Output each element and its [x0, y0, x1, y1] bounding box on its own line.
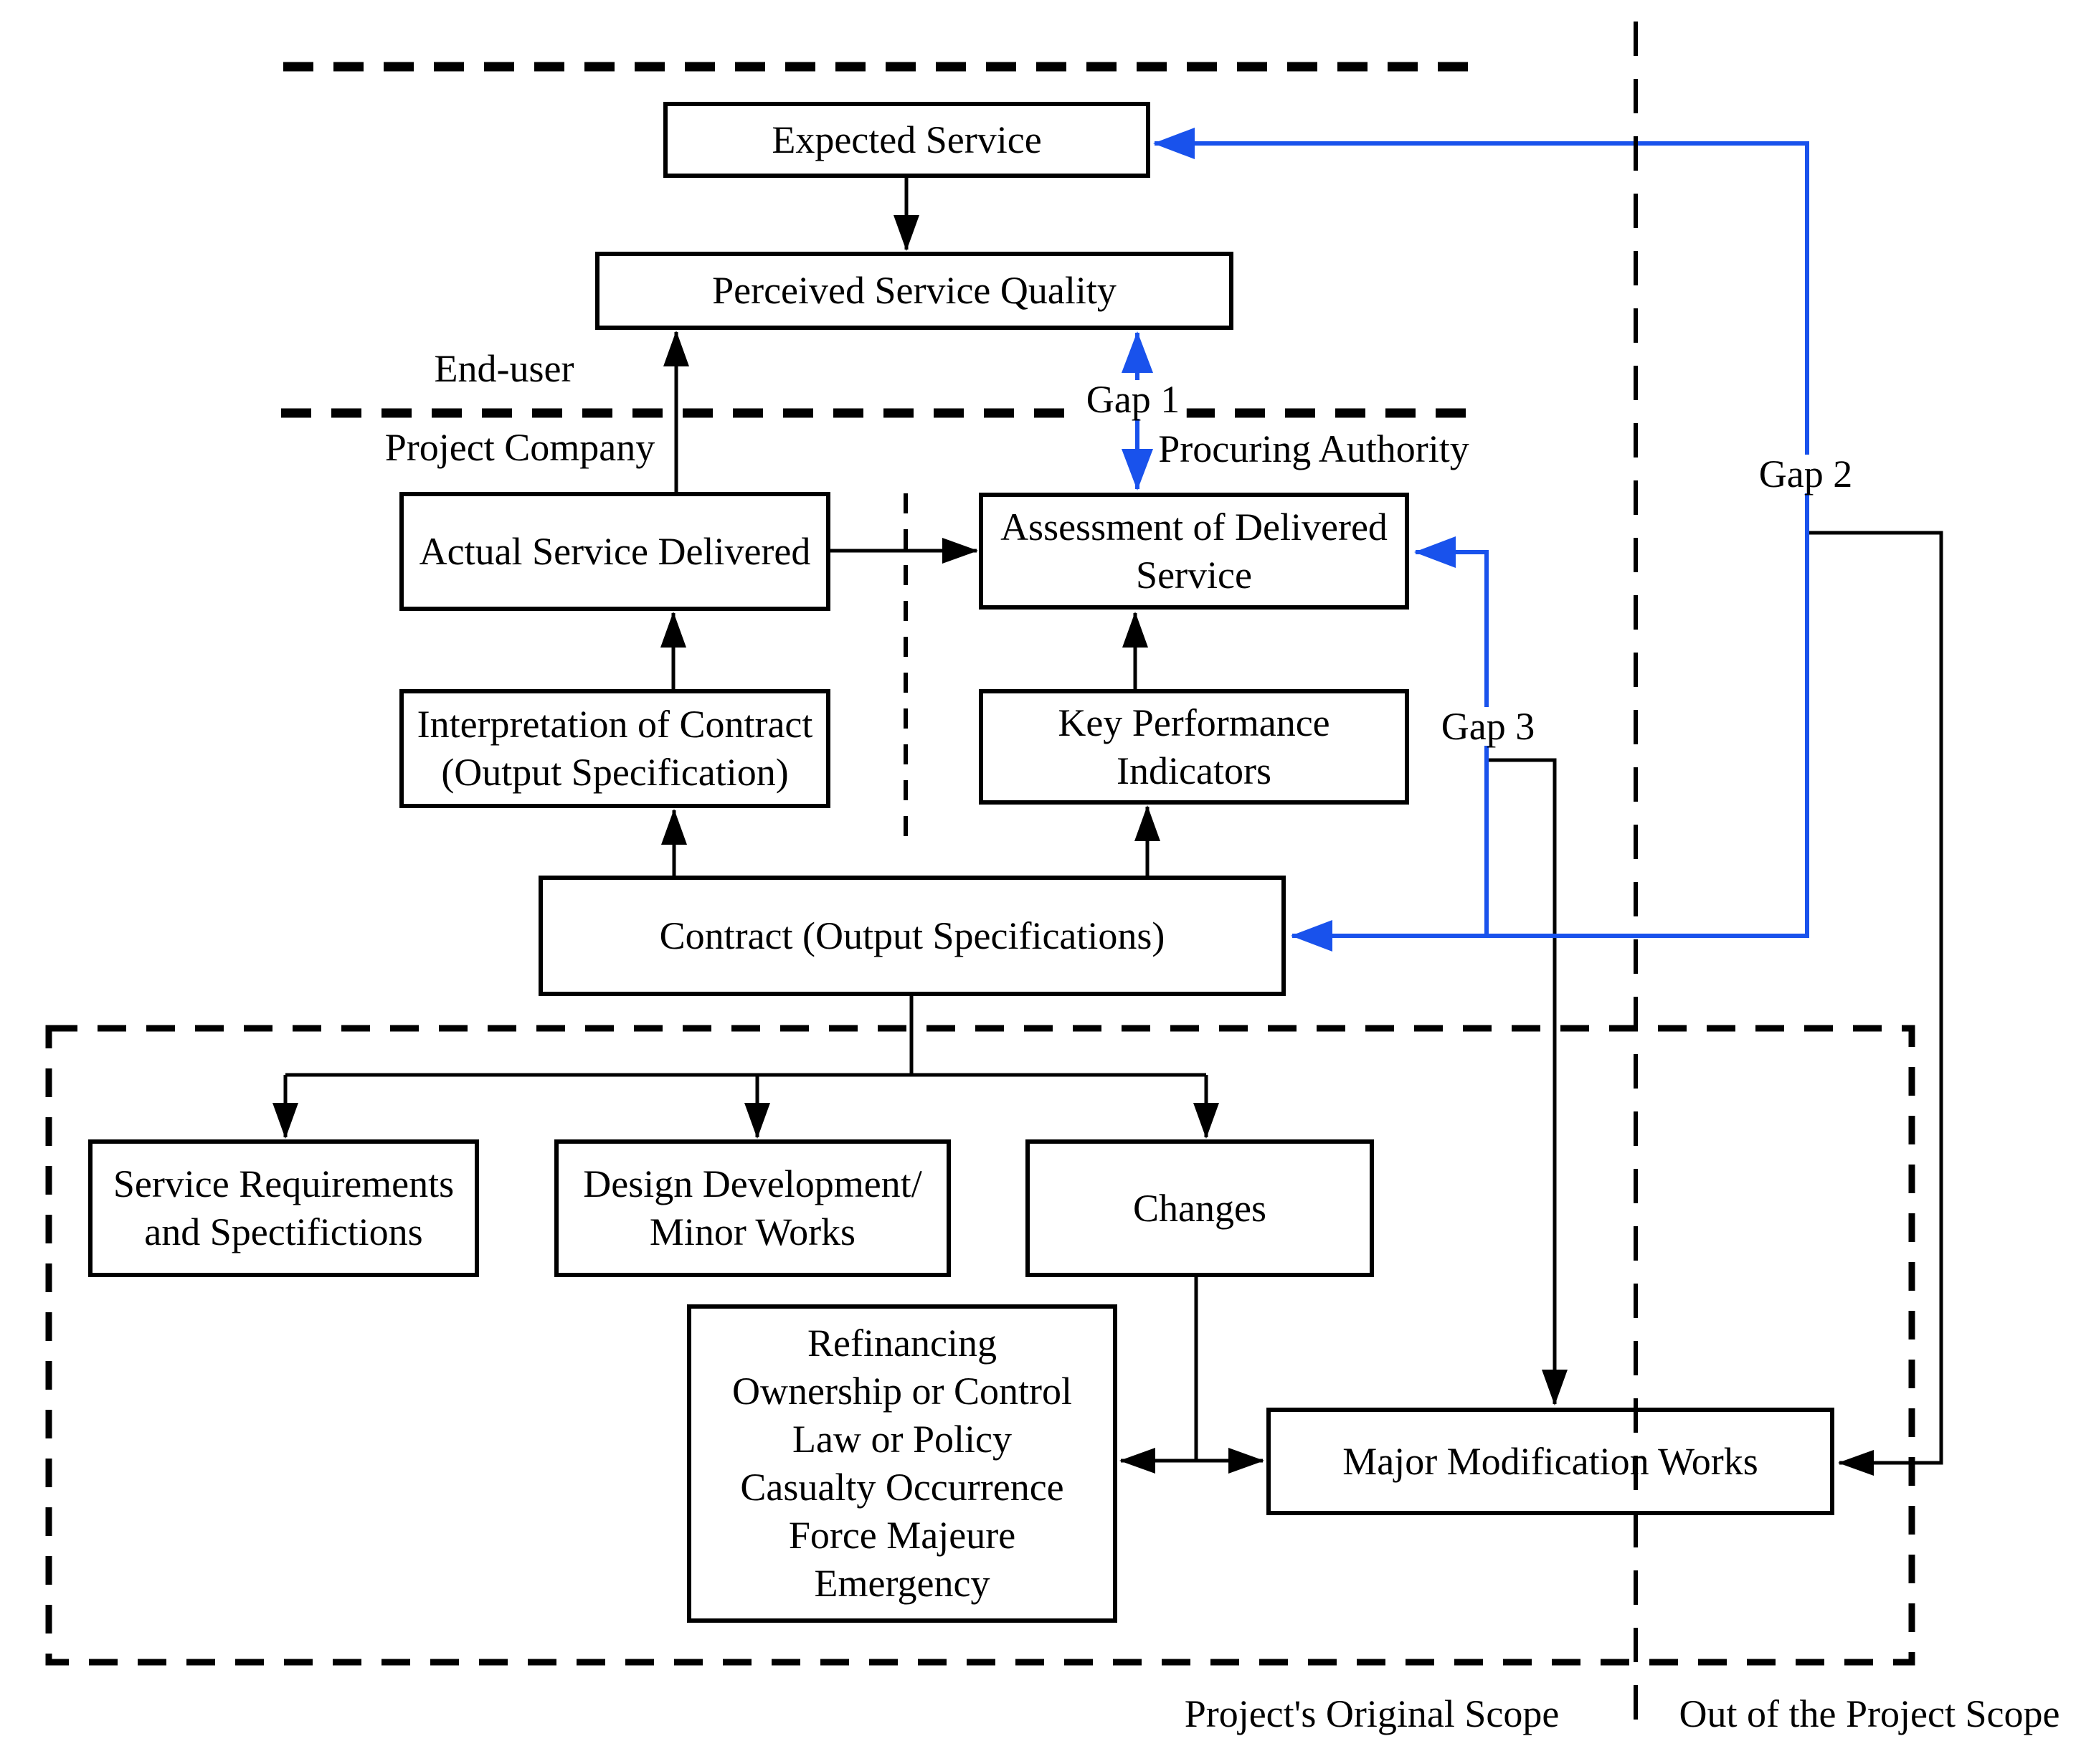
- box-assessment-line2: Service: [1136, 553, 1252, 597]
- label-procuring-authority: Procuring Authority: [1158, 427, 1469, 470]
- box-refinancing-line3: Law or Policy: [792, 1418, 1012, 1461]
- box-major-modification-works-label: Major Modification Works: [1342, 1439, 1758, 1483]
- box-kpi-line1: Key Performance: [1058, 701, 1330, 744]
- box-interpretation-line2: (Output Specification): [441, 751, 789, 794]
- box-refinancing-line6: Emergency: [814, 1561, 990, 1605]
- box-changes: Changes: [1025, 1139, 1374, 1277]
- label-gap-2: Gap 2: [1751, 455, 1860, 493]
- box-service-requirements-line1: Service Requirements: [113, 1162, 455, 1206]
- box-changes-label: Changes: [1133, 1186, 1266, 1230]
- box-refinancing-line1: Refinancing: [807, 1322, 997, 1365]
- box-interpretation-of-contract: Interpretation of Contract (Output Speci…: [399, 689, 830, 808]
- box-refinancing-line5: Force Majeure: [788, 1513, 1016, 1557]
- box-contract-output-specifications: Contract (Output Specifications): [539, 876, 1286, 996]
- box-refinancing-line2: Ownership or Control: [732, 1370, 1072, 1413]
- label-project-company: Project Company: [384, 426, 655, 469]
- line-gap2-to-mmw-right: [1807, 531, 1943, 1476]
- box-design-development: Design Development/ Minor Works: [554, 1139, 951, 1277]
- box-service-requirements: Service Requirements and Spectifictions: [88, 1139, 479, 1277]
- line-gap3-to-mmw-top: [1487, 758, 1568, 1405]
- box-refinancing-events: Refinancing Ownership or Control Law or …: [687, 1304, 1117, 1623]
- box-expected-service-label: Expected Service: [772, 118, 1042, 161]
- box-assessment-of-delivered-service: Assessment of Delivered Service: [979, 493, 1409, 610]
- label-gap-1: Gap 1: [1079, 380, 1188, 419]
- box-major-modification-works: Major Modification Works: [1266, 1408, 1834, 1515]
- box-expected-service: Expected Service: [663, 102, 1150, 178]
- label-project-original-scope: Project's Original Scope: [1184, 1692, 1560, 1735]
- box-contract-label: Contract (Output Specifications): [659, 914, 1165, 957]
- label-gap-3: Gap 3: [1433, 707, 1542, 746]
- box-refinancing-line4: Casualty Occurrence: [740, 1466, 1064, 1509]
- box-key-performance-indicators: Key Performance Indicators: [979, 689, 1409, 805]
- box-actual-service-delivered-label: Actual Service Delivered: [419, 529, 811, 573]
- box-interpretation-line1: Interpretation of Contract: [417, 703, 813, 746]
- box-design-development-line1: Design Development/: [583, 1162, 922, 1206]
- box-service-requirements-line2: and Spectifictions: [144, 1210, 423, 1253]
- box-assessment-line1: Assessment of Delivered: [1000, 505, 1388, 549]
- box-perceived-service-quality: Perceived Service Quality: [595, 252, 1233, 330]
- box-kpi-line2: Indicators: [1117, 749, 1271, 792]
- box-actual-service-delivered: Actual Service Delivered: [399, 492, 830, 611]
- box-perceived-service-quality-label: Perceived Service Quality: [712, 269, 1117, 313]
- box-design-development-line2: Minor Works: [649, 1210, 856, 1253]
- label-end-user: End-user: [434, 347, 574, 390]
- label-out-of-project-scope: Out of the Project Scope: [1679, 1692, 2060, 1735]
